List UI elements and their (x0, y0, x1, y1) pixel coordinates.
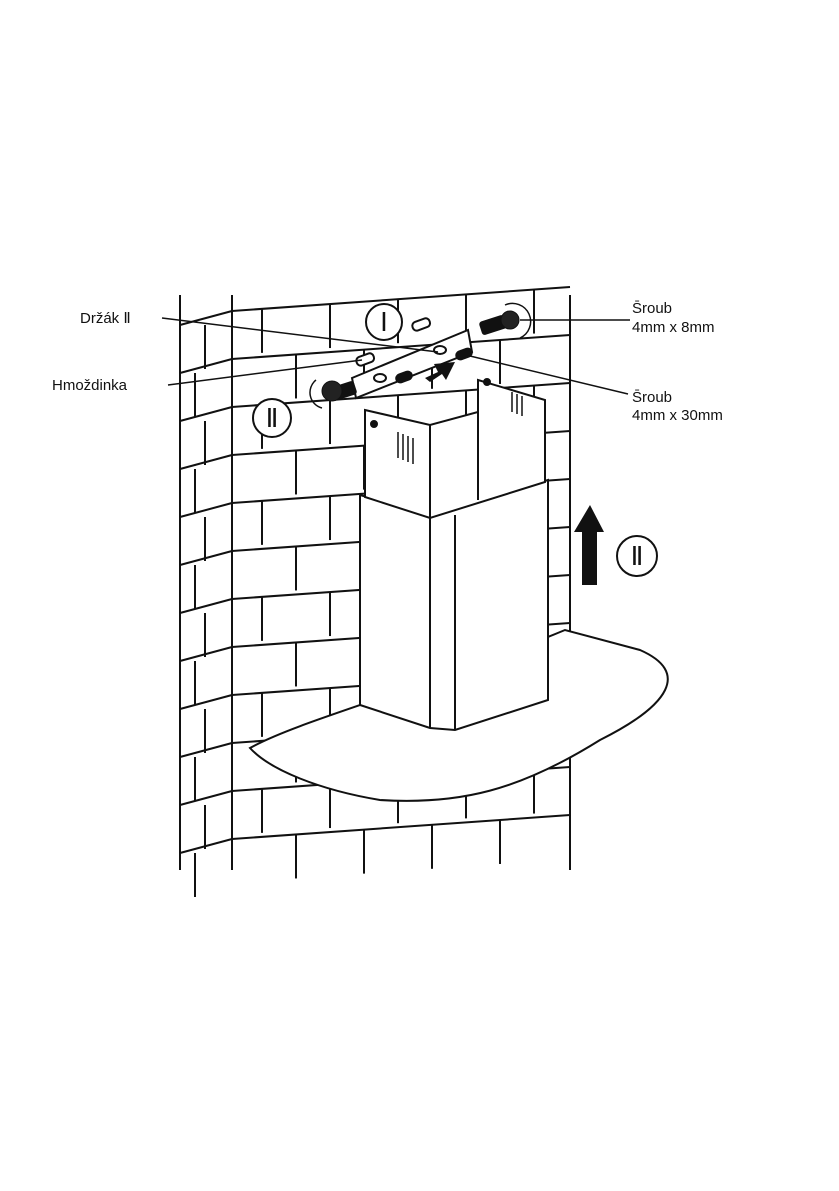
screw-long-size: 4mm x 30mm (632, 407, 723, 424)
chimney-lower-cover (360, 480, 548, 730)
bracket-label: Držák Ⅱ (80, 310, 131, 327)
up-arrow-icon (574, 505, 604, 585)
screw-long (310, 380, 358, 408)
step-two-left-label: Ⅱ (266, 403, 279, 433)
step-two-right-label: Ⅱ (631, 541, 644, 571)
anchor-label: Hmoždinka (52, 377, 128, 394)
screw-long-name: S̄roub (632, 389, 672, 406)
screw-short-name: S̄roub (632, 300, 672, 317)
step-one-badge: Ⅰ (366, 304, 402, 340)
step-one-label: Ⅰ (380, 307, 388, 337)
step-two-right-badge: Ⅱ (617, 536, 657, 576)
step-two-left-badge: Ⅱ (253, 399, 291, 437)
screw-short-size: 4mm x 8mm (632, 319, 715, 336)
